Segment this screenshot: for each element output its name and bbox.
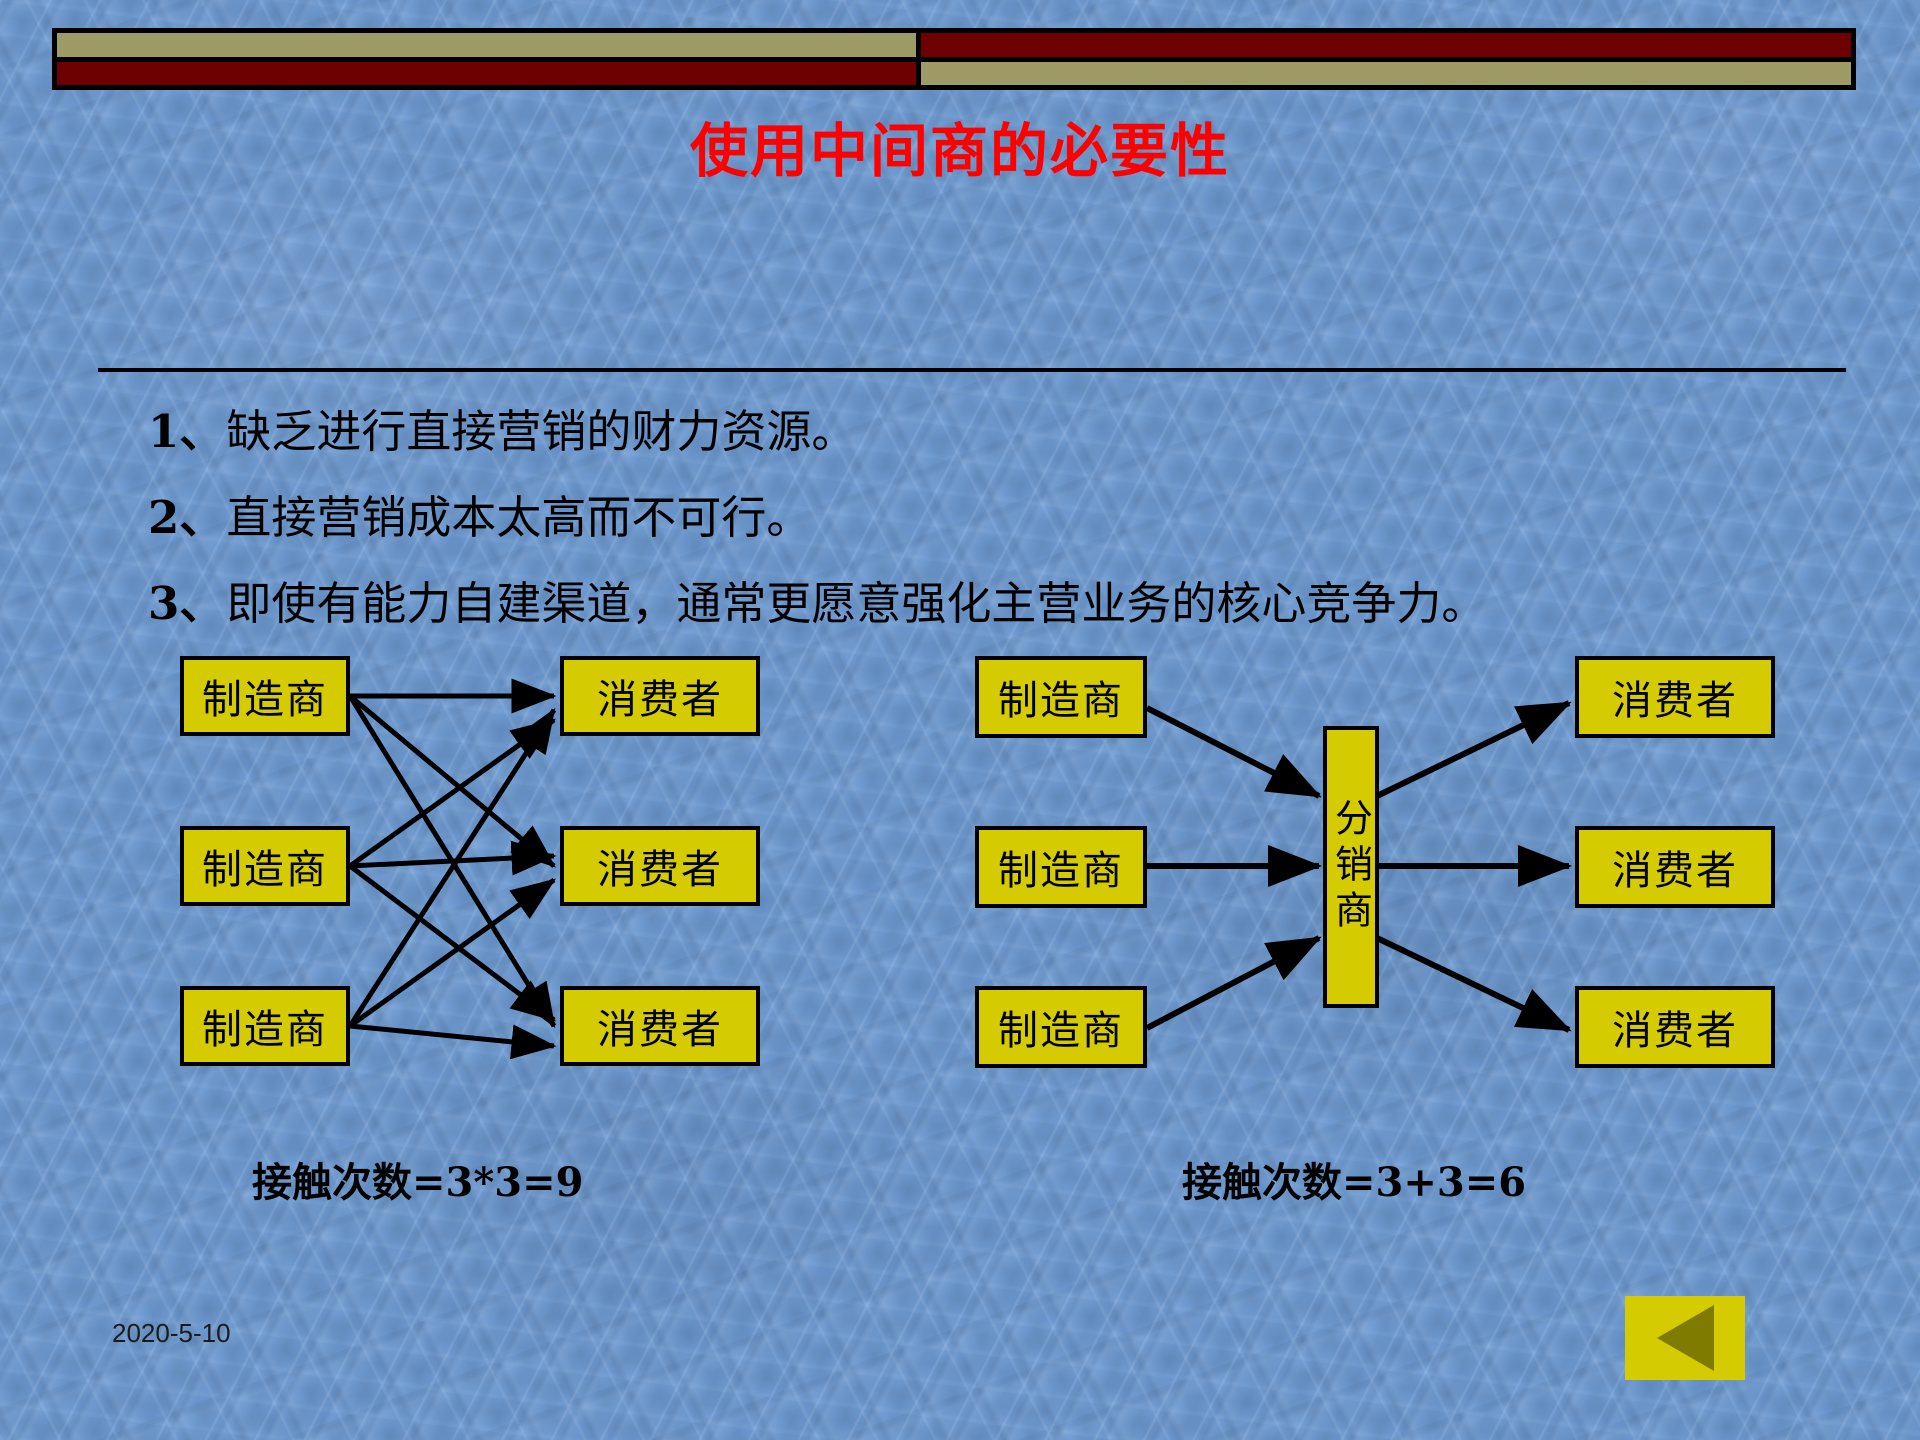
list-item: 1、 缺乏进行直接营销的财力资源。 xyxy=(148,395,1848,481)
diagram-right-arrows xyxy=(1145,700,1572,1033)
node-consumer: 消费者 xyxy=(1575,826,1775,908)
header-bar-red-stripe xyxy=(57,62,916,85)
node-consumer: 消费者 xyxy=(1575,656,1775,738)
triangle-left-icon xyxy=(1656,1305,1714,1371)
header-bar-tail-red-cell xyxy=(920,33,1851,63)
header-bar-khaki-stripe xyxy=(57,33,916,63)
node-producer: 制造商 xyxy=(180,986,350,1066)
diagram-direct-marketing: 制造商 制造商 制造商 消费者 消费者 消费者 xyxy=(180,648,800,1108)
header-bar-tail-khaki-cell xyxy=(920,62,1851,85)
list-item-label: 缺乏进行直接营销的财力资源。 xyxy=(226,405,857,458)
node-producer: 制造商 xyxy=(975,656,1147,738)
diagram-left-arrows xyxy=(347,678,557,1060)
node-consumer: 消费者 xyxy=(560,656,760,736)
caption-contacts-distributor: 接触次数=3+3=6 xyxy=(1182,1159,1527,1206)
node-producer: 制造商 xyxy=(975,826,1147,908)
nav-back-button[interactable] xyxy=(1625,1296,1745,1380)
node-producer: 制造商 xyxy=(180,826,350,906)
list-item-number: 1、 xyxy=(148,405,225,458)
page-title: 使用中间商的必要性 xyxy=(689,117,1230,185)
node-consumer: 消费者 xyxy=(560,986,760,1066)
node-producer: 制造商 xyxy=(180,656,350,736)
bullet-list: 1、 缺乏进行直接营销的财力资源。 2、 直接营销成本太高而不可行。 3、 即使… xyxy=(148,395,1848,653)
list-item: 2、 直接营销成本太高而不可行。 xyxy=(148,481,1848,567)
header-decoration-bar xyxy=(52,28,1856,90)
title-divider-line xyxy=(98,368,1846,372)
list-item-label: 直接营销成本太高而不可行。 xyxy=(226,491,812,544)
list-item-number: 3、 xyxy=(148,577,225,630)
node-consumer: 消费者 xyxy=(1575,986,1775,1068)
list-item: 3、 即使有能力自建渠道，通常更愿意强化主营业务的核心竞争力。 xyxy=(148,567,1848,653)
header-bar-main xyxy=(57,33,916,85)
node-producer: 制造商 xyxy=(975,986,1147,1068)
header-bar-tail-checker xyxy=(915,33,1851,85)
slide-date: 2020-5-10 xyxy=(112,1318,231,1348)
node-consumer: 消费者 xyxy=(560,826,760,906)
caption-contacts-direct: 接触次数=3*3=9 xyxy=(252,1159,584,1206)
list-item-label: 即使有能力自建渠道，通常更愿意强化主营业务的核心竞争力。 xyxy=(226,577,1487,630)
list-item-number: 2、 xyxy=(148,491,225,544)
node-distributor: 分销商 xyxy=(1323,726,1379,1008)
diagram-distributor-channel: 制造商 制造商 制造商 分销商 消费者 消费者 消费者 xyxy=(975,648,1820,1108)
